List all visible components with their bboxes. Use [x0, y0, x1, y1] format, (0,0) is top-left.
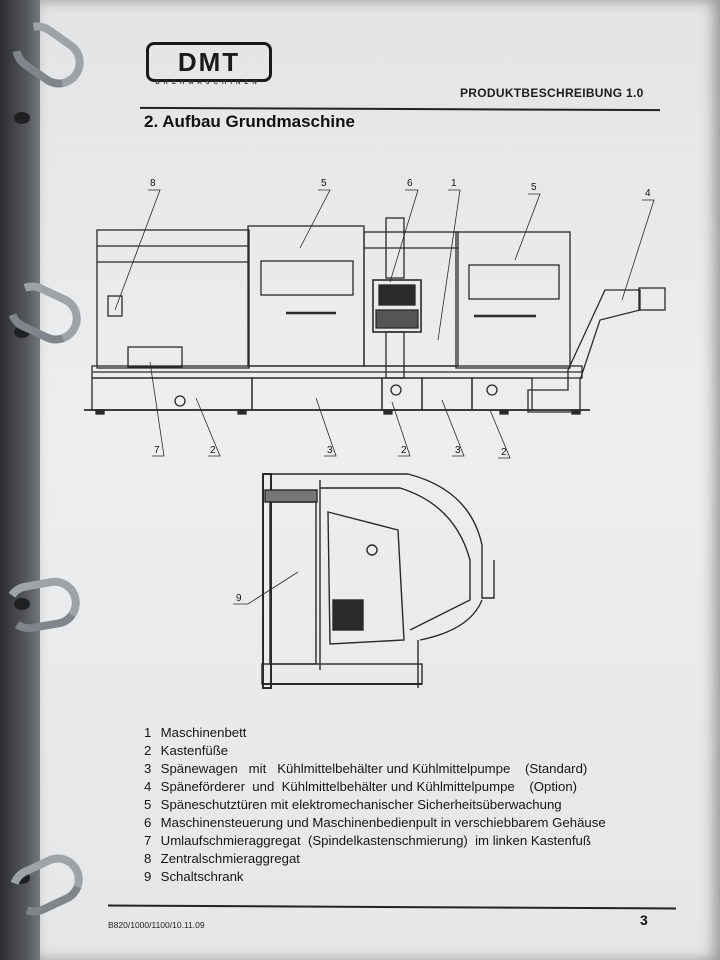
- callout-label: 6: [407, 178, 413, 189]
- lubrication-unit-box: [107, 295, 123, 317]
- legend-item: 1 Maschinenbett: [144, 724, 606, 742]
- legend-text: Späneschutztüren mit elektromechanischer…: [160, 797, 562, 812]
- legend-text: Zentralschmieraggregat: [160, 851, 300, 866]
- logo-subtitle: DREHMASCHINEN: [155, 80, 261, 86]
- footer-document-code: B820/1000/1100/10.11.09: [108, 920, 205, 930]
- legend-number: 4: [144, 779, 152, 794]
- legend-number: 6: [144, 815, 152, 830]
- side-view-leader: [233, 571, 299, 605]
- callout-label: 9: [236, 593, 242, 604]
- legend-item: 4 Späneförderer und Kühlmittelbehälter u…: [144, 778, 606, 796]
- legend-item: 2 Kastenfüße: [144, 742, 606, 760]
- callout-label: 3: [455, 445, 461, 456]
- chip-conveyor: [527, 289, 641, 413]
- legend-text: Maschinensteuerung und Maschinenbedienpu…: [160, 815, 606, 830]
- callout-label: 3: [327, 445, 333, 456]
- punch-hole: [14, 598, 30, 610]
- callout-label: 5: [531, 182, 537, 193]
- punch-hole: [14, 872, 30, 884]
- legend-item: 5 Späneschutztüren mit elektromechanisch…: [144, 796, 606, 814]
- legend-text: Umlaufschmieraggregat (Spindelkastenschm…: [160, 833, 591, 848]
- legend-item: 9 Schaltschrank: [144, 868, 606, 886]
- section-title: 2. Aufbau Grundmaschine: [144, 112, 355, 131]
- legend-item: 7 Umlaufschmieraggregat (Spindelkastensc…: [144, 832, 606, 850]
- legend-number: 2: [144, 743, 152, 758]
- legend-number: 1: [144, 725, 152, 740]
- legend-item: 8 Zentralschmieraggregat: [144, 850, 606, 868]
- legend-number: 9: [144, 869, 152, 884]
- document-title: PRODUKTBESCHREIBUNG 1.0: [460, 86, 644, 100]
- callout-label: 2: [401, 445, 407, 456]
- front-view-callout-labels: 8 5 6 1 5 4 7 2 3 2 3 2: [150, 178, 651, 458]
- parts-legend: 1 Maschinenbett 2 Kastenfüße 3 Spänewage…: [144, 724, 606, 886]
- front-view-leaders: [114, 189, 655, 459]
- dmt-logo: DMT: [146, 42, 272, 82]
- binder-page: [40, 0, 720, 960]
- callout-label: 8: [150, 178, 156, 189]
- callout-label: 2: [210, 445, 216, 456]
- front-view-drawing: [84, 217, 666, 415]
- punch-hole: [14, 112, 30, 124]
- callout-label: 2: [501, 447, 507, 458]
- callout-label: 7: [154, 445, 160, 456]
- legend-item: 6 Maschinensteuerung und Maschinenbedien…: [144, 814, 606, 832]
- callout-label: 1: [451, 178, 457, 189]
- legend-text: Schaltschrank: [160, 869, 244, 884]
- legend-text: Spänewagen mit Kühlmittelbehälter und Kü…: [160, 761, 588, 776]
- callout-label: 5: [321, 178, 327, 189]
- legend-number: 8: [144, 851, 152, 866]
- legend-number: 3: [144, 761, 152, 776]
- control-cabinet-box: [269, 501, 317, 665]
- legend-text: Kastenfüße: [160, 743, 229, 758]
- side-view-drawing: [261, 473, 495, 689]
- legend-number: 5: [144, 797, 152, 812]
- punch-hole: [14, 326, 30, 338]
- callout-label: 4: [645, 188, 651, 199]
- page-number: 3: [640, 912, 648, 928]
- legend-text: Späneförderer und Kühlmittelbehälter und…: [160, 779, 578, 794]
- right-guard-door: [455, 231, 571, 369]
- legend-text: Maschinenbett: [160, 725, 247, 740]
- legend-item: 3 Spänewagen mit Kühlmittelbehälter und …: [144, 760, 606, 778]
- left-guard-door: [247, 225, 365, 367]
- legend-number: 7: [144, 833, 152, 848]
